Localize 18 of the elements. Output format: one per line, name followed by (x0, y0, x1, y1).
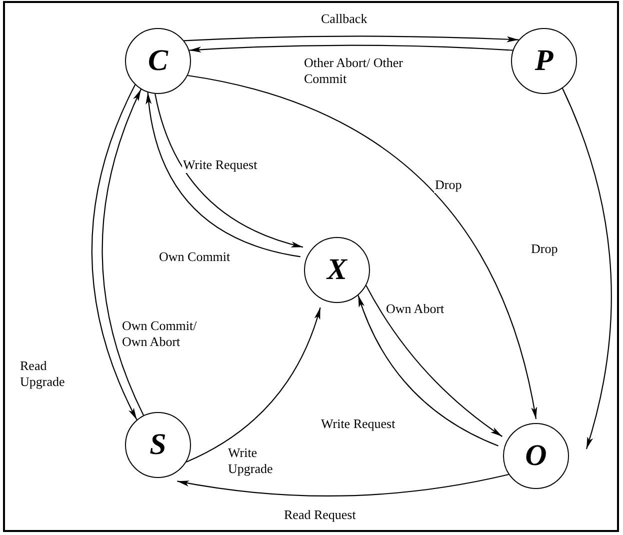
state-name: P (534, 46, 554, 76)
transition-arrow (184, 36, 519, 42)
transition-arrow (188, 74, 537, 420)
edge-label: Read Request (283, 507, 357, 523)
transition-arrow (177, 474, 509, 496)
state-name: C (148, 46, 168, 76)
transition-arrow (91, 84, 138, 420)
transition-arrow (102, 89, 144, 416)
transition-arrow (186, 307, 321, 462)
state-name: S (150, 430, 166, 460)
transition-arrow (562, 88, 612, 450)
state-name: X (326, 255, 347, 285)
state-name: O (525, 441, 547, 471)
transition-arrow (189, 44, 513, 53)
transition-arrow (366, 285, 503, 437)
edge-label: Write Request (320, 416, 396, 432)
transition-arrow (358, 295, 499, 446)
edge-label: Write Request (182, 157, 258, 173)
